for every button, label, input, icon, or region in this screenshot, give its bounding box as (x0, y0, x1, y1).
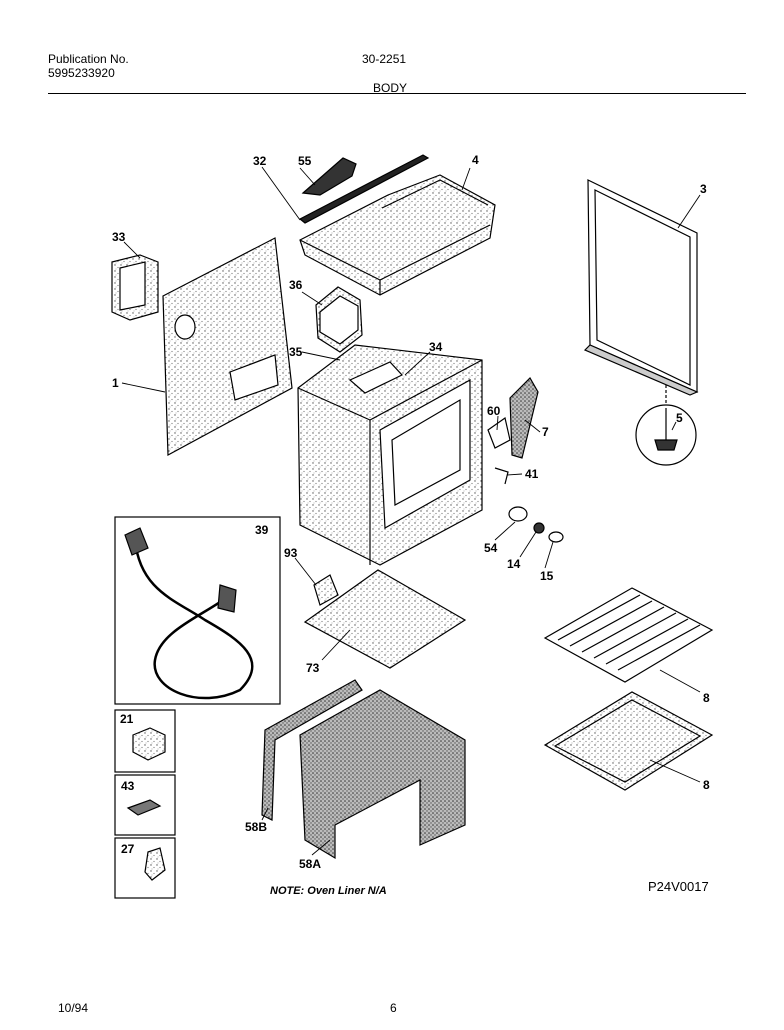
callout-32: 32 (253, 154, 267, 168)
part-73-bottom-plate (303, 569, 467, 669)
callout-8-pan: 8 (703, 778, 710, 792)
section-title: BODY (373, 81, 408, 95)
callout-58b: 58B (245, 820, 268, 834)
callout-8-rack: 8 (703, 691, 710, 705)
part-43-box (114, 774, 176, 836)
part-36-vent-duct (315, 286, 363, 353)
callout-35: 35 (289, 345, 303, 359)
part-7-hinge (487, 377, 539, 459)
part-4-burner-box (299, 174, 496, 296)
callout-73: 73 (306, 661, 320, 675)
callout-60: 60 (487, 404, 501, 418)
part-39-power-cord (114, 516, 281, 705)
callout-39: 39 (255, 523, 269, 537)
callout-7: 7 (542, 425, 549, 439)
callout-33: 33 (112, 230, 126, 244)
part-27-box (114, 837, 176, 899)
header-rule (48, 93, 746, 94)
part-93-bracket (313, 574, 339, 606)
part-55-vent-trim (301, 157, 357, 196)
callout-5: 5 (676, 411, 683, 425)
model-number: 30-2251 (362, 52, 407, 66)
leader-lines (121, 166, 701, 856)
part-32-strip (298, 154, 430, 224)
callout-1: 1 (112, 376, 119, 390)
part-3-door-frame (583, 179, 699, 396)
part-58b-insulation (261, 679, 363, 821)
publication-label: Publication No. (48, 52, 129, 66)
callout-15: 15 (540, 569, 554, 583)
part-21-box (114, 709, 176, 773)
diagram-code: P24V0017 (648, 879, 709, 894)
footer-date: 10/94 (58, 1001, 89, 1015)
callout-4: 4 (472, 153, 479, 167)
part-15-knob (548, 531, 564, 543)
part-14-knob-washer (533, 522, 545, 534)
callout-34: 34 (429, 340, 443, 354)
callout-55: 55 (298, 154, 312, 168)
part-58a-insulation (299, 689, 466, 860)
callout-27: 27 (121, 842, 135, 856)
part-33-bracket (111, 254, 159, 321)
page-number: 6 (390, 1001, 397, 1015)
callout-54: 54 (484, 541, 498, 555)
callout-58a: 58A (299, 857, 322, 871)
callout-36: 36 (289, 278, 303, 292)
part-41-clip (494, 467, 509, 485)
part-8-broiler-pan (543, 691, 714, 791)
callout-3: 3 (700, 182, 707, 196)
callout-93: 93 (284, 546, 298, 560)
callout-21: 21 (120, 712, 134, 726)
publication-number: 5995233920 (48, 66, 115, 80)
oven-liner-note: NOTE: Oven Liner N/A (270, 885, 387, 897)
oven-body (297, 344, 483, 566)
part-8-oven-rack (543, 587, 714, 683)
part-1-back-panel (162, 237, 293, 456)
callout-43: 43 (121, 779, 135, 793)
part-54-knob-housing (508, 506, 528, 522)
callout-41: 41 (525, 467, 539, 481)
part-5-leveling-leg (635, 385, 697, 466)
callout-14: 14 (507, 557, 521, 571)
